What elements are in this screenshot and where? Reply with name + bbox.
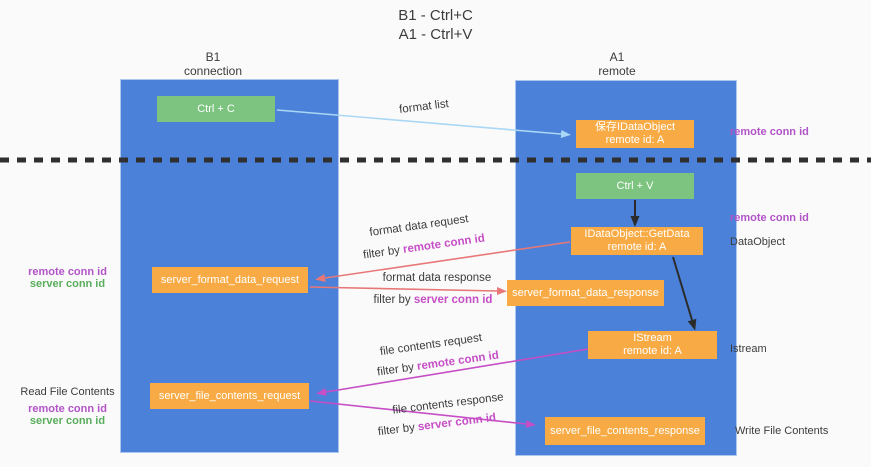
- remote-conn-id-inline: remote conn id: [402, 232, 486, 256]
- lane-b1-subtitle: connection: [183, 64, 243, 78]
- server-conn-id-inline: server conn id: [417, 411, 497, 434]
- filter-prefix: filter by: [373, 294, 414, 306]
- dataobject-label: DataObject: [730, 236, 786, 248]
- left-server-conn-id-1: server conn id: [29, 278, 106, 290]
- node-istream: IStream remote id: A: [588, 331, 717, 359]
- node-file-request-label: server_file_contents_request: [158, 389, 301, 402]
- node-ctrl-v: Ctrl + V: [576, 173, 694, 199]
- node-save-idataobject-line1: 保存IDataObject: [594, 121, 676, 133]
- node-idataobject-getdata: IDataObject::GetData remote id: A: [571, 227, 703, 255]
- format-list-label: format list: [398, 98, 450, 116]
- server-conn-id-inline: server conn id: [413, 294, 493, 306]
- node-getdata-line2: remote id: A: [607, 241, 667, 253]
- node-server-format-data-request: server_format_data_request: [152, 267, 308, 293]
- node-getdata-line1: IDataObject::GetData: [584, 228, 690, 240]
- node-save-idataobject-line2: remote id: A: [605, 134, 665, 146]
- node-server-file-contents-response: server_file_contents_response: [545, 417, 705, 445]
- right-remote-conn-id-1: remote conn id: [730, 126, 809, 138]
- node-istream-line2: remote id: A: [623, 345, 682, 357]
- left-remote-conn-id-2: remote conn id: [28, 403, 107, 415]
- node-file-response-label: server_file_contents_response: [550, 424, 700, 437]
- node-ctrl-v-label: Ctrl + V: [616, 179, 654, 192]
- remote-conn-id-inline: remote conn id: [416, 349, 500, 373]
- filter-prefix: filter by: [362, 243, 404, 262]
- lane-header-b1: B1 connection: [123, 51, 303, 77]
- lane-header-a1: A1 remote: [527, 51, 707, 77]
- node-ctrl-c: Ctrl + C: [157, 96, 275, 122]
- node-ctrl-c-label: Ctrl + C: [197, 102, 235, 115]
- format-data-response-label: format data response: [382, 272, 492, 284]
- node-format-response-label: server_format_data_response: [512, 286, 659, 299]
- title-line-1: B1 - Ctrl+C: [398, 7, 473, 24]
- filter-prefix: filter by: [377, 421, 419, 439]
- write-file-contents-label: Write File Contents: [735, 425, 829, 437]
- left-server-conn-id-2: server conn id: [29, 415, 106, 427]
- node-server-file-contents-request: server_file_contents_request: [150, 383, 309, 409]
- diagram-title: B1 - Ctrl+C A1 - Ctrl+V: [0, 6, 871, 44]
- lane-a1-subtitle: remote: [598, 64, 636, 78]
- filter-prefix: filter by: [376, 360, 418, 379]
- right-remote-conn-id-2: remote conn id: [730, 212, 809, 224]
- left-remote-conn-id-1: remote conn id: [28, 266, 107, 278]
- lane-b1-name: B1: [205, 50, 221, 64]
- node-save-idataobject: 保存IDataObject remote id: A: [576, 120, 694, 148]
- node-format-request-label: server_format_data_request: [160, 273, 300, 286]
- filter-by-server-label-1: filter by server conn id: [358, 294, 508, 306]
- istream-label: Istream: [730, 343, 767, 355]
- node-istream-line1: IStream: [633, 332, 672, 344]
- title-line-2: A1 - Ctrl+V: [398, 26, 473, 43]
- lane-a1-name: A1: [609, 50, 625, 64]
- node-server-format-data-response: server_format_data_response: [507, 280, 664, 306]
- read-file-contents-label: Read File Contents: [20, 386, 115, 398]
